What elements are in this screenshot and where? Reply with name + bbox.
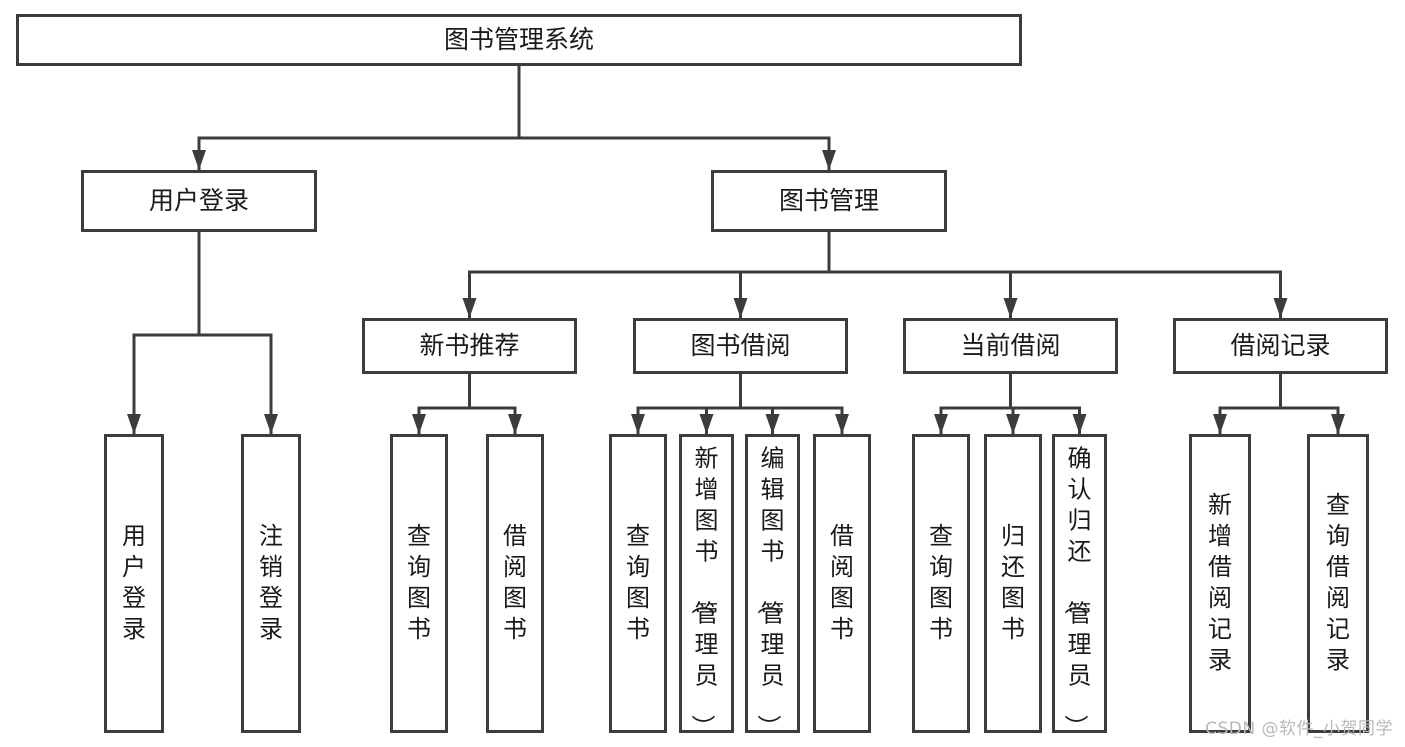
connector-new-book <box>412 372 522 436</box>
node-box <box>813 434 871 733</box>
node-label: 借阅图书 <box>830 522 854 643</box>
node-leaf-12[interactable]: 新增借阅记录 <box>1189 434 1251 733</box>
node-label: 新增借阅记录 <box>1208 491 1232 674</box>
node-leaf-2[interactable]: 注销登录 <box>241 434 301 733</box>
node-leaf-1[interactable]: 用户登录 <box>104 434 164 733</box>
node-user-login[interactable]: 用户登录 <box>81 170 317 232</box>
node-box <box>362 318 577 374</box>
node-label: 注销登录 <box>259 522 283 643</box>
node-box <box>633 318 848 374</box>
connector-records <box>1213 372 1345 436</box>
watermark-label: CSDN @软件_小贺同学 <box>1205 719 1393 739</box>
arrow-head <box>765 414 780 434</box>
node-box <box>984 434 1042 733</box>
node-label: 查询图书 <box>626 522 650 643</box>
node-borrow[interactable]: 图书借阅 <box>633 318 848 374</box>
arrow-head <box>835 414 849 434</box>
node-leaf-7[interactable]: 编辑图书（管理员） <box>745 434 800 739</box>
node-label: 借阅记录 <box>1230 331 1330 360</box>
connector-root <box>192 64 836 172</box>
arrow-head <box>934 414 948 434</box>
node-leaf-10[interactable]: 归还图书 <box>984 434 1042 733</box>
node-box <box>711 170 947 232</box>
node-label: 借阅图书 <box>503 522 527 643</box>
arrow-head <box>412 414 426 434</box>
connector-user-login <box>127 230 278 436</box>
node-box <box>16 14 1022 66</box>
node-box <box>1307 434 1369 733</box>
node-layer: 图书管理系统用户登录图书管理新书推荐图书借阅当前借阅借阅记录用户登录注销登录查询… <box>16 14 1388 739</box>
arrow-head <box>192 150 206 170</box>
node-label: 编辑图书（管理员） <box>755 445 785 739</box>
node-box <box>912 434 970 733</box>
node-leaf-8[interactable]: 借阅图书 <box>813 434 871 733</box>
node-box <box>104 434 164 733</box>
node-box <box>81 170 317 232</box>
node-box <box>903 318 1118 374</box>
node-box <box>679 434 734 733</box>
node-leaf-3[interactable]: 查询图书 <box>390 434 448 733</box>
node-box <box>1052 434 1107 733</box>
arrow-head <box>1006 414 1020 434</box>
node-label: 当前借阅 <box>960 331 1060 360</box>
arrow-head <box>1213 414 1227 434</box>
connector-book-mgmt <box>462 230 1288 320</box>
arrow-head <box>1331 414 1345 434</box>
node-label: 新增图书（管理员） <box>689 445 719 739</box>
node-records[interactable]: 借阅记录 <box>1173 318 1388 374</box>
arrow-head <box>822 150 836 170</box>
node-label: 图书管理 <box>779 186 879 215</box>
node-label: 用户登录 <box>149 186 249 215</box>
node-box <box>486 434 544 733</box>
node-root[interactable]: 图书管理系统 <box>16 14 1022 66</box>
arrow-head <box>1273 298 1288 318</box>
arrow-head <box>733 298 748 318</box>
arrow-head <box>1072 414 1087 434</box>
node-label: 查询图书 <box>407 522 431 643</box>
arrow-head <box>462 298 477 318</box>
node-label: 查询借阅记录 <box>1326 491 1350 674</box>
node-label: 查询图书 <box>929 522 953 643</box>
node-label: 图书借阅 <box>690 331 790 360</box>
connector-layer <box>127 64 1345 436</box>
node-leaf-4[interactable]: 借阅图书 <box>486 434 544 733</box>
arrow-head <box>1003 298 1018 318</box>
connector-borrow <box>631 372 849 436</box>
node-box <box>609 434 667 733</box>
node-label: 新书推荐 <box>419 331 519 360</box>
node-label: 用户登录 <box>122 522 146 643</box>
node-label: 确认归还（管理员） <box>1062 445 1092 739</box>
node-box <box>241 434 301 733</box>
node-leaf-9[interactable]: 查询图书 <box>912 434 970 733</box>
node-box <box>390 434 448 733</box>
node-leaf-11[interactable]: 确认归还（管理员） <box>1052 434 1107 739</box>
node-new-book[interactable]: 新书推荐 <box>362 318 577 374</box>
node-leaf-6[interactable]: 新增图书（管理员） <box>679 434 734 739</box>
node-label: 图书管理系统 <box>444 25 594 54</box>
connector-current <box>934 372 1087 436</box>
node-box <box>1173 318 1388 374</box>
node-box <box>745 434 800 733</box>
arrow-head <box>631 414 645 434</box>
node-current[interactable]: 当前借阅 <box>903 318 1118 374</box>
node-leaf-5[interactable]: 查询图书 <box>609 434 667 733</box>
arrow-head <box>264 414 278 434</box>
node-leaf-13[interactable]: 查询借阅记录 <box>1307 434 1369 733</box>
node-label: 归还图书 <box>1001 522 1025 643</box>
node-box <box>1189 434 1251 733</box>
arrow-head <box>508 414 522 434</box>
arrow-head <box>127 414 141 434</box>
arrow-head <box>699 414 714 434</box>
node-book-mgmt[interactable]: 图书管理 <box>711 170 947 232</box>
